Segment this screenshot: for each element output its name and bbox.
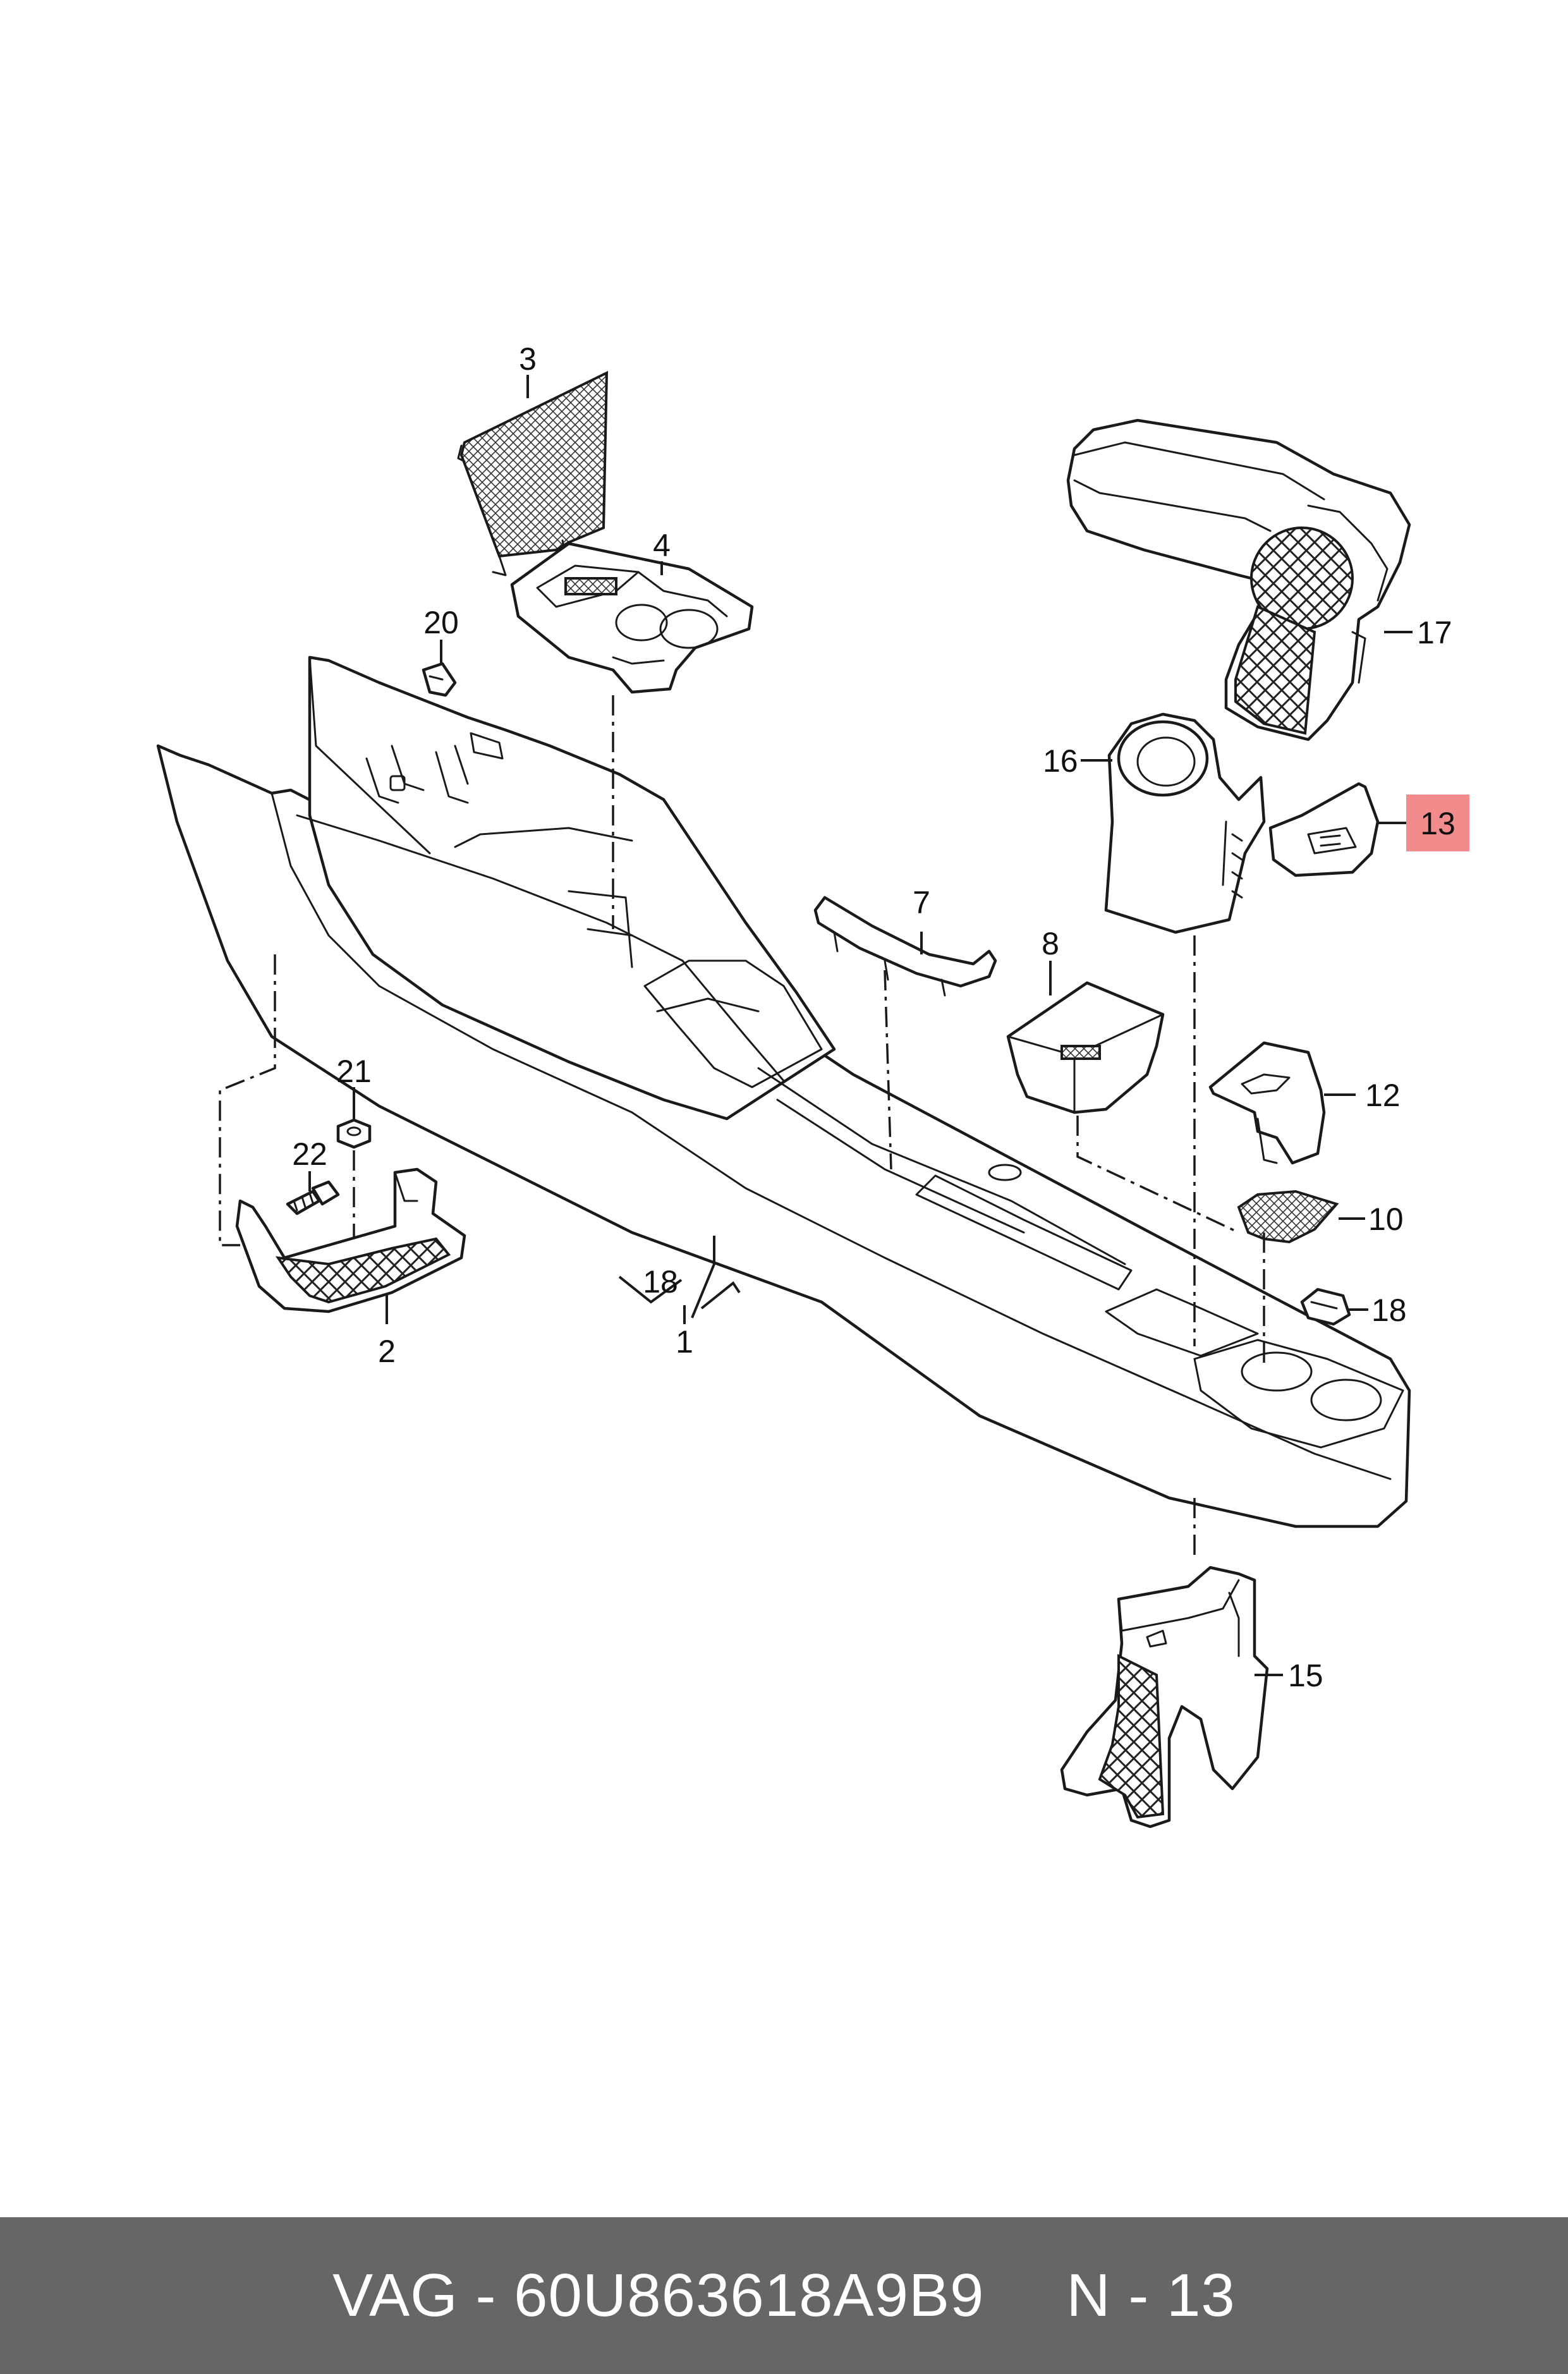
part-7-trim-strip — [813, 896, 997, 997]
footer-position: N - 13 — [1066, 2261, 1236, 2329]
callout-15: 15 — [1288, 1658, 1323, 1693]
footer-part-number: VAG - 60U863618A9B9 — [332, 2261, 985, 2329]
callouts: 3 4 20 21 22 2 18 1 7 8 12 10 18 15 16 1… — [292, 341, 1456, 1693]
part-15-support — [1060, 1566, 1269, 1829]
part-21-nut — [336, 1118, 372, 1149]
callout-22: 22 — [292, 1136, 327, 1172]
center-console — [156, 655, 1411, 1528]
callout-10: 10 — [1368, 1202, 1404, 1237]
part-2-bracket — [235, 1167, 466, 1313]
leader-lines — [308, 375, 1413, 1676]
callout-1: 1 — [676, 1324, 693, 1360]
callout-7: 7 — [913, 885, 930, 920]
callout-13: 13 — [1420, 806, 1456, 841]
footer-bar: VAG - 60U863618A9B9 N - 13 — [0, 2217, 1568, 2374]
part-18-clip — [1300, 1287, 1351, 1326]
callout-18-console: 18 — [643, 1264, 678, 1300]
part-12-socket-cover — [1208, 1041, 1326, 1165]
callout-18-clip: 18 — [1371, 1293, 1407, 1328]
part-17-armrest — [1066, 418, 1411, 741]
callout-4: 4 — [653, 528, 671, 563]
assembly-lines — [219, 695, 1265, 1561]
callout-21: 21 — [336, 1054, 372, 1089]
part-22-screw — [286, 1180, 340, 1215]
callout-8: 8 — [1042, 926, 1059, 961]
part-20-clip — [422, 662, 457, 697]
part-8-bin — [1006, 981, 1165, 1114]
callout-13-highlight — [1406, 794, 1469, 851]
callout-16: 16 — [1043, 743, 1078, 779]
part-16-armrest-base — [1104, 712, 1266, 934]
parts-diagram: 3 4 20 21 22 2 18 1 7 8 12 10 18 15 16 1… — [156, 341, 1469, 1829]
part-10-mesh-disc — [1237, 1190, 1339, 1244]
callout-20: 20 — [423, 605, 459, 640]
callout-2: 2 — [378, 1334, 396, 1369]
callout-3: 3 — [519, 341, 537, 377]
part-13-cover — [1268, 782, 1380, 877]
callout-17: 17 — [1417, 615, 1452, 650]
callout-12: 12 — [1365, 1078, 1401, 1113]
part-4-storage-tray — [510, 542, 754, 694]
part-3-mesh-insert — [457, 370, 609, 576]
